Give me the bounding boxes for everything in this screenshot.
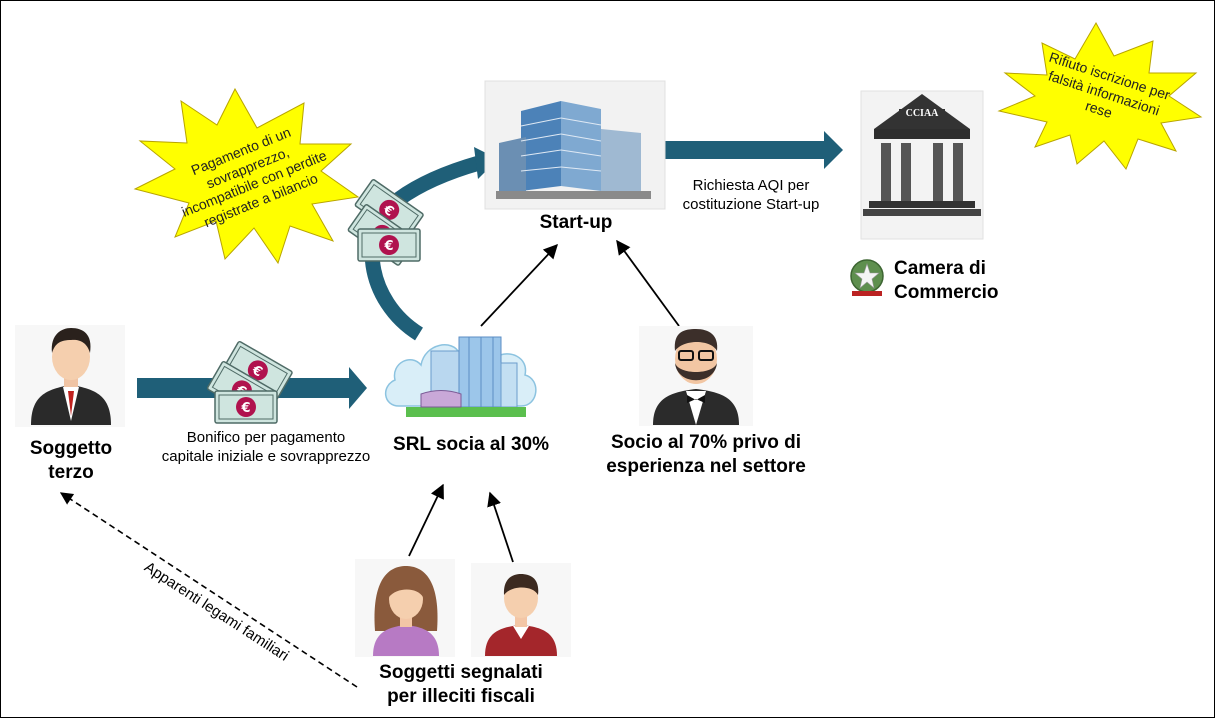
italian-emblem-icon [850, 259, 884, 296]
sovrapprezzo-burst [133, 87, 360, 265]
cciaa-building-icon [860, 90, 984, 240]
arrow-man-to-srl [487, 491, 514, 563]
startup-label: Start-up [539, 212, 613, 233]
startup-building-icon [484, 80, 666, 210]
camera-label: Camera di Commercio [894, 258, 999, 303]
arrow-woman-to-srl [408, 483, 444, 557]
socio-70-avatar [639, 326, 753, 426]
srl-building-icon [385, 336, 537, 417]
cciaa-sign-label: CCIAA [905, 108, 939, 119]
banknote-stack-lower [206, 340, 294, 424]
arrow-socio-to-startup [616, 239, 680, 327]
socio-70-label: Socio al 70% privo di esperienza nel set… [606, 432, 806, 477]
segnalati-label: Soggetti segnalati per illeciti fiscali [379, 662, 543, 707]
srl-label: SRL socia al 30% [393, 434, 549, 455]
arrow-srl-to-startup [480, 243, 558, 327]
soggetto-terzo-label: Soggetto terzo [29, 438, 113, 483]
rifiuto-burst [997, 21, 1203, 170]
soggetto-terzo-avatar [15, 325, 125, 427]
richiesta-edge-label: Richiesta AQI per costituzione Start-up [682, 177, 820, 213]
segnalata-woman-avatar [355, 559, 455, 657]
dashed-family-link [59, 492, 358, 688]
richiesta-arrow [657, 131, 843, 169]
bonifico-edge-label: Bonifico per pagamento capitale iniziale… [161, 429, 371, 465]
segnalato-man-avatar [471, 563, 571, 657]
